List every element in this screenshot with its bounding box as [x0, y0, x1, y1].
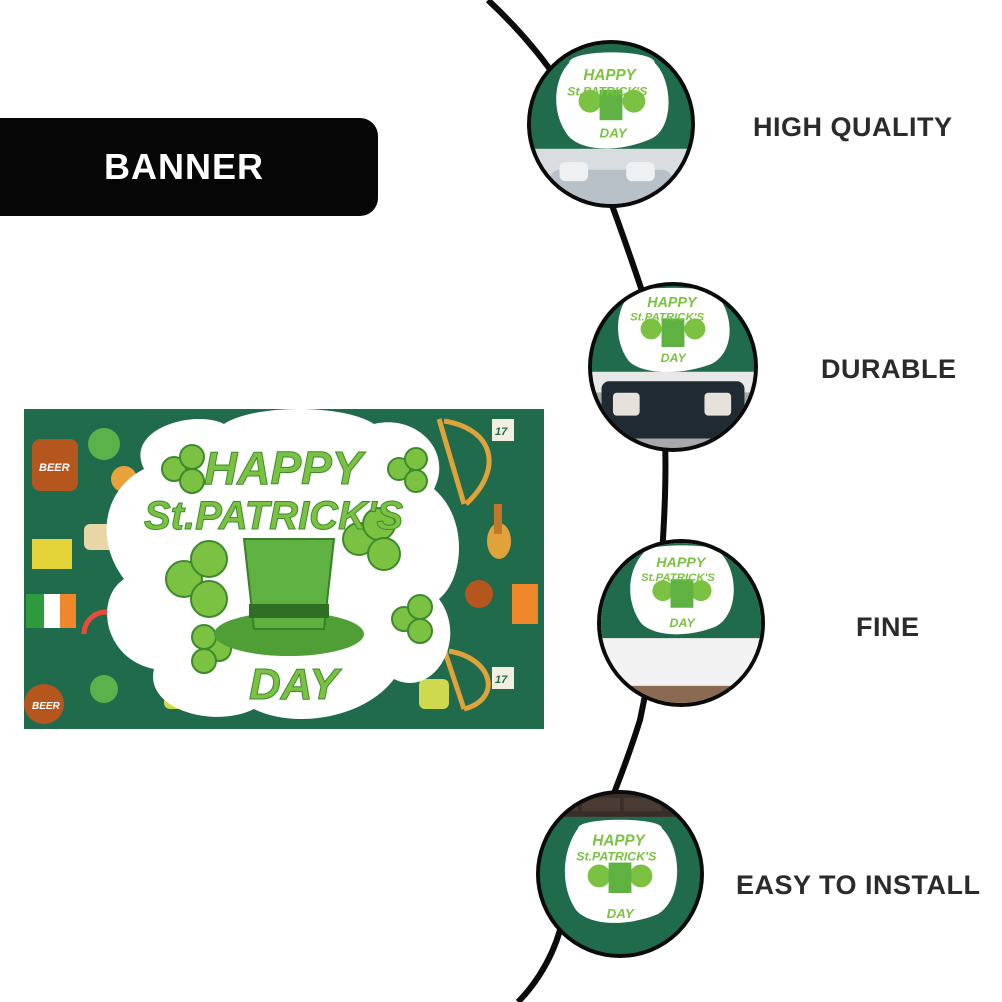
- banner-on-wall-photo: HAPPY St.PATRICK'S DAY: [592, 286, 754, 448]
- svg-text:DAY: DAY: [661, 351, 688, 365]
- banner-pill-label: BANNER: [0, 118, 378, 216]
- svg-text:BEER: BEER: [32, 701, 61, 712]
- feature-circle-brick-wall: HAPPY St.PATRICK'S DAY: [536, 790, 704, 958]
- keg-icon: [32, 439, 78, 491]
- svg-text:17: 17: [495, 426, 508, 438]
- svg-text:DAY: DAY: [607, 906, 635, 921]
- banner-title-line2: St.PATRICK'S: [144, 494, 403, 538]
- keg-label: BEER: [39, 462, 70, 474]
- svg-text:HAPPY: HAPPY: [592, 832, 646, 849]
- banner-artwork: BEER BEER 17 17: [24, 409, 544, 729]
- banner-on-wall-photo: HAPPY St.PATRICK'S DAY: [540, 794, 700, 954]
- svg-text:DAY: DAY: [670, 616, 697, 630]
- feature-label-easy-to-install: EASY TO INSTALL: [736, 870, 981, 900]
- hat-icon: [32, 539, 72, 569]
- harp-icon: [436, 418, 467, 505]
- svg-text:St.PATRICK'S: St.PATRICK'S: [567, 84, 648, 98]
- pot-of-gold-icon: [465, 580, 493, 608]
- balloon-icon: [88, 428, 120, 460]
- flag-icon: [26, 594, 44, 628]
- svg-text:St.PATRICK'S: St.PATRICK'S: [576, 850, 657, 864]
- banner-title-line1: HAPPY: [204, 442, 367, 494]
- guitar-icon: [487, 523, 511, 559]
- leprechaun-hat-icon: [214, 538, 364, 656]
- svg-text:HAPPY: HAPPY: [647, 295, 698, 311]
- product-banner-image: BEER BEER 17 17: [24, 409, 544, 729]
- feature-circle-living-room: HAPPY St.PATRICK'S DAY: [527, 40, 695, 208]
- feature-circle-dark-sofa: HAPPY St.PATRICK'S DAY: [588, 282, 758, 452]
- banner-on-wall-photo: HAPPY St.PATRICK'S DAY: [531, 44, 691, 204]
- feature-circle-white-wall: HAPPY St.PATRICK'S DAY: [597, 539, 765, 707]
- svg-text:17: 17: [495, 674, 508, 686]
- svg-text:St.PATRICK'S: St.PATRICK'S: [630, 311, 704, 323]
- feature-label-durable: DURABLE: [821, 354, 957, 384]
- shamrock-icon: [161, 444, 433, 674]
- banner-on-wall-photo: HAPPY St.PATRICK'S DAY: [601, 543, 761, 703]
- banner-title-line3: DAY: [249, 660, 342, 709]
- feature-label-fine: FINE: [856, 612, 920, 642]
- svg-text:HAPPY: HAPPY: [583, 67, 637, 84]
- calendar-icon: [492, 419, 514, 441]
- feature-label-high-quality: HIGH QUALITY: [753, 112, 953, 142]
- svg-text:DAY: DAY: [600, 125, 628, 140]
- pill-text: BANNER: [103, 146, 264, 187]
- svg-text:HAPPY: HAPPY: [656, 555, 707, 571]
- svg-text:St.PATRICK'S: St.PATRICK'S: [641, 572, 715, 584]
